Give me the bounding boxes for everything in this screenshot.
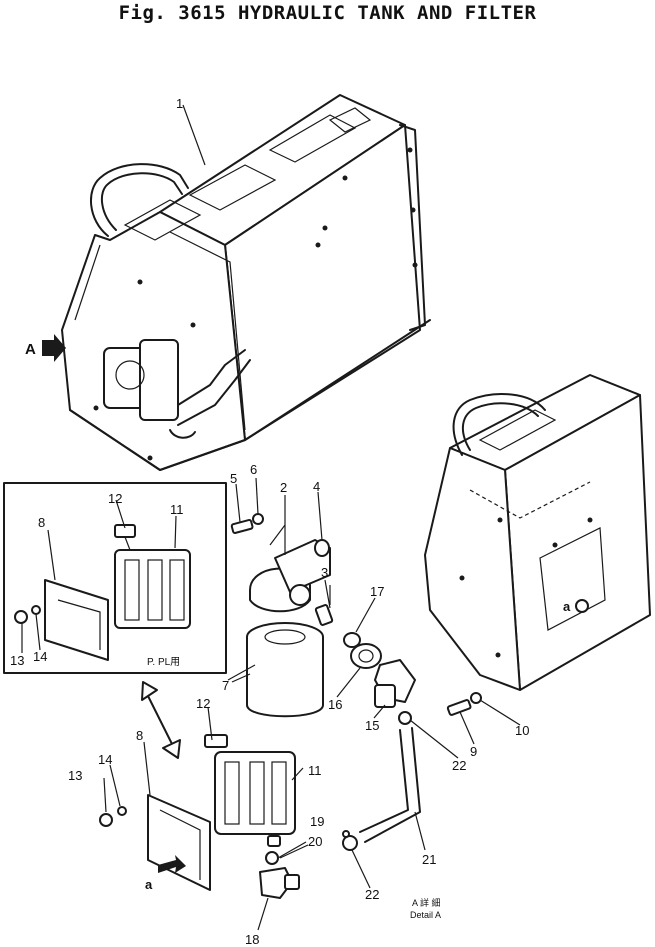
view-ref-a-valve: a — [145, 877, 153, 892]
small-hardware-upper — [230, 513, 334, 626]
part-label: 12 — [196, 696, 210, 711]
svg-text:A 詳 細: A 詳 細 — [412, 897, 441, 908]
part-label: 11 — [308, 763, 322, 778]
bolt-9-washer-10 — [446, 692, 482, 716]
part-label: 7 — [222, 678, 229, 693]
filter-head — [249, 524, 331, 613]
part-label: 22 — [452, 758, 466, 773]
part-label: 6 — [250, 462, 257, 477]
part-label: 22 — [365, 887, 379, 902]
part-label: 19 — [310, 814, 324, 829]
inset-pp-variant: P. PL用 — [3, 482, 227, 674]
filter-element — [227, 622, 324, 718]
svg-text:Detail A: Detail A — [410, 910, 441, 920]
part-label: 17 — [370, 584, 384, 599]
part-label: 20 — [308, 834, 322, 849]
part-label: 13 — [68, 768, 82, 783]
transfer-arrow — [141, 681, 181, 759]
detail-caption: A 詳 細 Detail A — [410, 897, 441, 920]
elbow-assembly — [343, 632, 416, 708]
part-label: 3 — [321, 565, 328, 580]
part-label: 21 — [422, 852, 436, 867]
part-label: 10 — [515, 723, 529, 738]
part-label: 2 — [280, 480, 287, 495]
view-arrow-a: A — [25, 334, 66, 362]
part-label: 15 — [365, 718, 379, 733]
part-label: 8 — [136, 728, 143, 743]
part-label: 5 — [230, 471, 237, 486]
view-ref-a-tank: a — [563, 599, 571, 614]
part-label: 14 — [98, 752, 112, 767]
hydraulic-tank-detail: a — [424, 374, 651, 691]
part-label: 14 — [33, 649, 47, 664]
part-label: 4 — [313, 479, 320, 494]
part-number-labels: 1 2 3 4 5 6 7 8 8 9 10 11 11 12 12 13 13… — [10, 96, 529, 947]
hydraulic-tank-main — [61, 94, 431, 471]
page-title: Fig. 3615 HYDRAULIC TANK AND FILTER — [118, 2, 537, 24]
part-label: 18 — [245, 932, 259, 947]
part-label: 11 — [170, 502, 184, 517]
part-label: 8 — [38, 515, 45, 530]
part-label: 12 — [108, 491, 122, 506]
part-label: 1 — [176, 96, 183, 111]
hose-assembly — [342, 711, 421, 851]
part-label: 16 — [328, 697, 342, 712]
part-label: 13 — [10, 653, 24, 668]
inset-caption: P. PL用 — [147, 657, 180, 668]
leader-lines — [21, 104, 521, 931]
view-marker-a: A — [25, 341, 36, 358]
part-label: 9 — [470, 744, 477, 759]
valve-block: a — [99, 734, 300, 899]
